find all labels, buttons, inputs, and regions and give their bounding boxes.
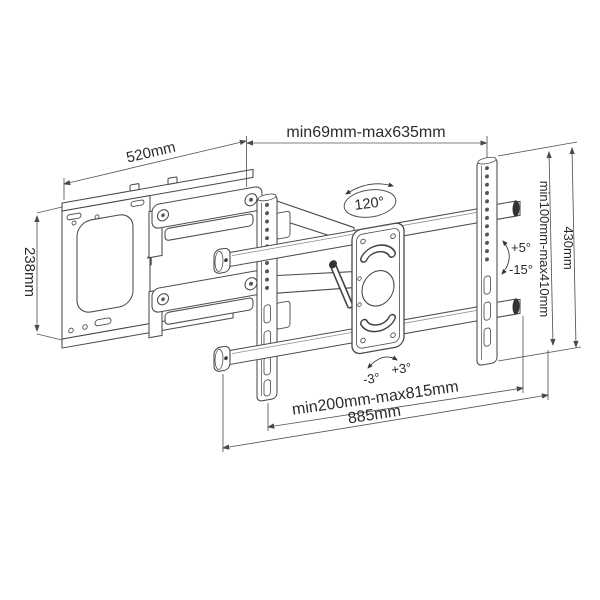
level-annotation: -3° +3° (362, 355, 412, 387)
articulating-arm-lower (148, 260, 355, 339)
dim-bracket-height: 430mm (561, 146, 579, 349)
dim-label-tilt-up: +5° (511, 240, 531, 255)
dim-label-bracket-height: 430mm (561, 226, 576, 269)
wall-plate (61, 168, 254, 349)
tilt-arrow-icon (501, 240, 510, 275)
vesa-plate (351, 222, 405, 355)
dim-label-tilt-down: -15° (509, 262, 533, 277)
swivel-arrow-icon (345, 182, 394, 195)
tilt-annotation: +5° -15° (501, 240, 533, 277)
dim-label-level-right: +3° (390, 360, 412, 378)
mount-assembly (61, 156, 521, 402)
dim-label-vesa-height-range: min100mm-max410mm (537, 181, 552, 318)
dim-vesa-height-range: min100mm-max410mm (497, 141, 582, 362)
level-arrow-icon (367, 355, 398, 369)
dim-label-wall-plate-width: 520mm (125, 139, 178, 167)
center-hole (361, 270, 395, 307)
swivel-annotation: 120° (343, 182, 397, 218)
dim-label-extension-range: min69mm-max635mm (286, 124, 445, 141)
dimension-annotations: 520mm min69mm-max635mm 238mm 120° m (21, 124, 582, 452)
dim-label-level-left: -3° (362, 370, 381, 387)
dim-label-swivel-range: 120° (354, 194, 386, 214)
dim-label-wall-plate-height: 238mm (21, 247, 38, 297)
dim-extension-range: min69mm-max635mm (245, 124, 488, 187)
left-tv-bracket (256, 193, 291, 402)
dim-wall-plate-height: 238mm (21, 206, 63, 341)
right-tv-bracket (476, 156, 520, 366)
